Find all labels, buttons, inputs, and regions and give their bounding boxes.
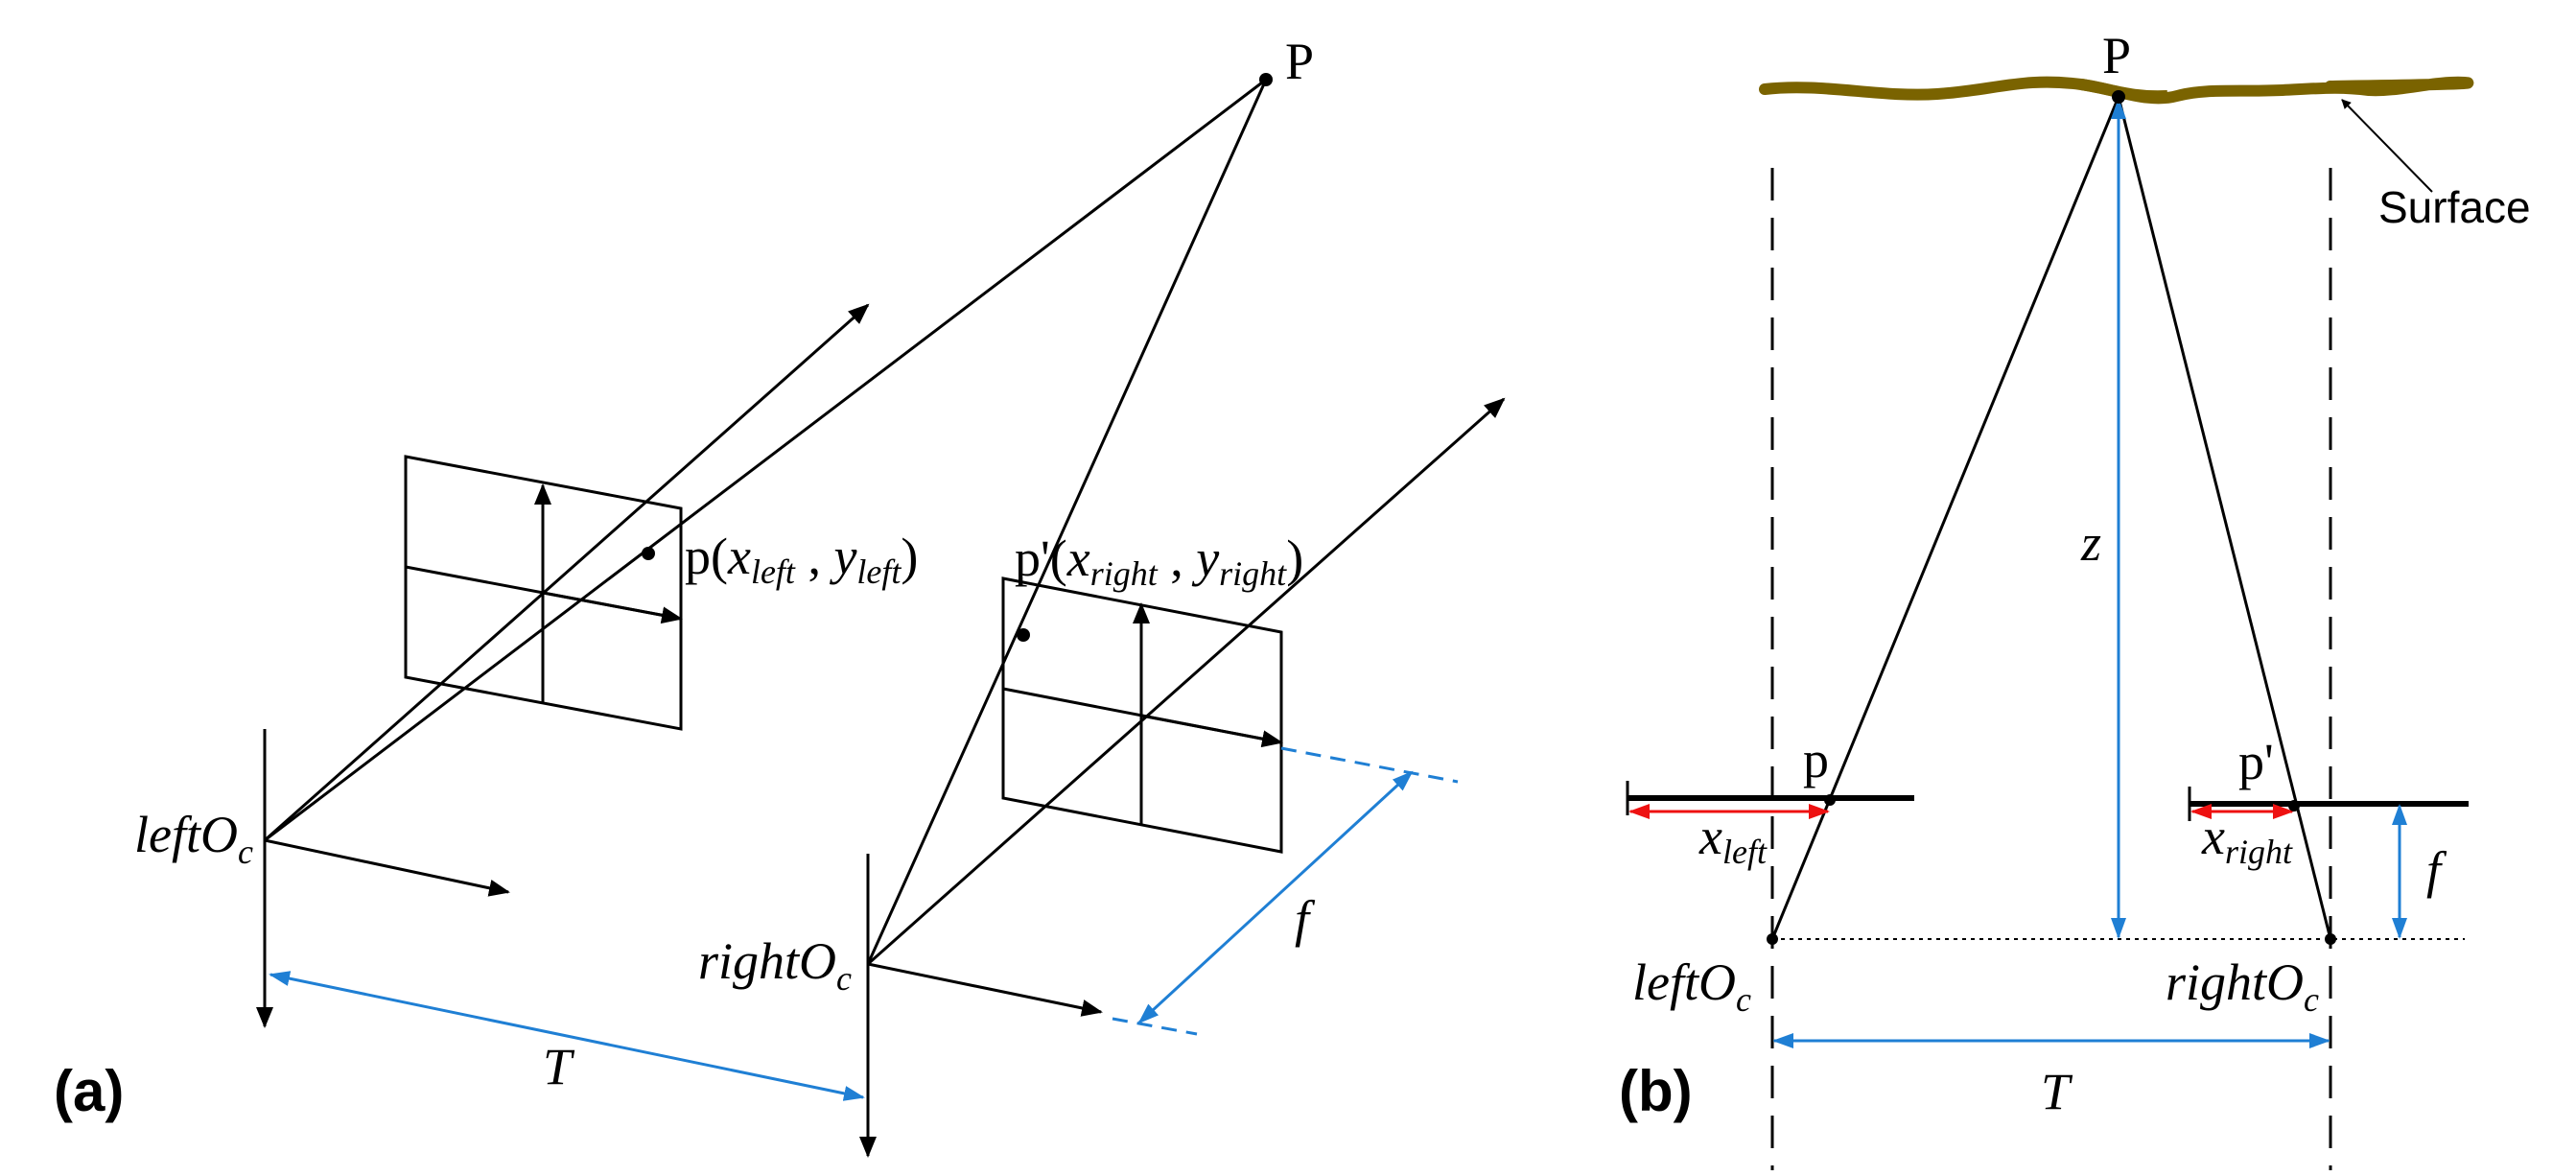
- point-p-prime-dot-b: [2288, 800, 2300, 811]
- left-image-plane: [404, 455, 683, 731]
- panel-b-label: (b): [1619, 1059, 1693, 1123]
- panel-b: [1626, 96, 2469, 1170]
- surface-pointer: [2341, 99, 2433, 193]
- point-P-dot-b: [2112, 90, 2125, 104]
- focal-dashed-bottom: [1112, 1017, 1198, 1036]
- baseline-T-arrow: [269, 971, 865, 1101]
- panel-b-left-origin: leftOc: [1632, 953, 1751, 1019]
- panel-a-points: [642, 73, 1273, 642]
- panel-b-points: [1767, 90, 2336, 945]
- panel-b-x-left: xleft: [1698, 808, 1768, 871]
- panel-b-surface-label: Surface: [2378, 182, 2531, 232]
- right-origin-dot-b: [2325, 933, 2336, 945]
- point-p-dot: [642, 547, 655, 560]
- right-camera-x-axis: [867, 962, 1103, 1017]
- point-p-dot-b: [1824, 794, 1836, 806]
- panel-b-point-p: p: [1803, 731, 1829, 788]
- left-camera-x-axis: [264, 838, 510, 897]
- panel-b-baseline-T: T: [2041, 1063, 2073, 1120]
- panel-a-left-origin: leftOc: [134, 806, 253, 871]
- surface-curve: [1759, 76, 2474, 105]
- panel-b-right-origin: rightOc: [2166, 953, 2319, 1019]
- panel-a: [256, 78, 1506, 1158]
- panel-a-label: (a): [54, 1059, 124, 1123]
- right-plane-x-arrow: [1140, 714, 1283, 748]
- right-optical-axis: [867, 397, 1506, 966]
- focal-dashed-top: [1280, 746, 1459, 784]
- left-optical-axis: [264, 303, 870, 842]
- panel-b-point-p-prime: p': [2238, 733, 2274, 790]
- right-ray-to-P: [866, 79, 1268, 965]
- panel-a-focal-f: f: [1295, 890, 1316, 948]
- panel-a-p-prime-coords: p'(xright , yright): [1015, 529, 1303, 593]
- left-origin-dot-b: [1767, 933, 1778, 945]
- panel-a-point-P: P: [1285, 33, 1314, 90]
- panel-a-baseline-T: T: [543, 1038, 575, 1095]
- left-plane-x-arrow: [542, 591, 683, 624]
- panel-a-dimensions: [269, 746, 1459, 1101]
- point-P-dot: [1259, 73, 1273, 86]
- panel-b-x-right: xright: [2201, 808, 2293, 871]
- panel-b-focal-f: f: [2426, 841, 2447, 899]
- panel-b-depth-z: z: [2080, 514, 2101, 572]
- panel-b-point-P: P: [2102, 27, 2131, 84]
- panel-b-dimensions: [1772, 98, 2407, 1048]
- right-ray-b: [2117, 96, 2332, 940]
- panel-a-right-origin: rightOc: [698, 932, 852, 998]
- focal-f-arrow: [1137, 770, 1414, 1024]
- left-ray-to-P: [264, 78, 1267, 842]
- point-p-prime-dot: [1017, 628, 1030, 642]
- panel-a-p-coords: p(xleft , yleft): [685, 528, 918, 591]
